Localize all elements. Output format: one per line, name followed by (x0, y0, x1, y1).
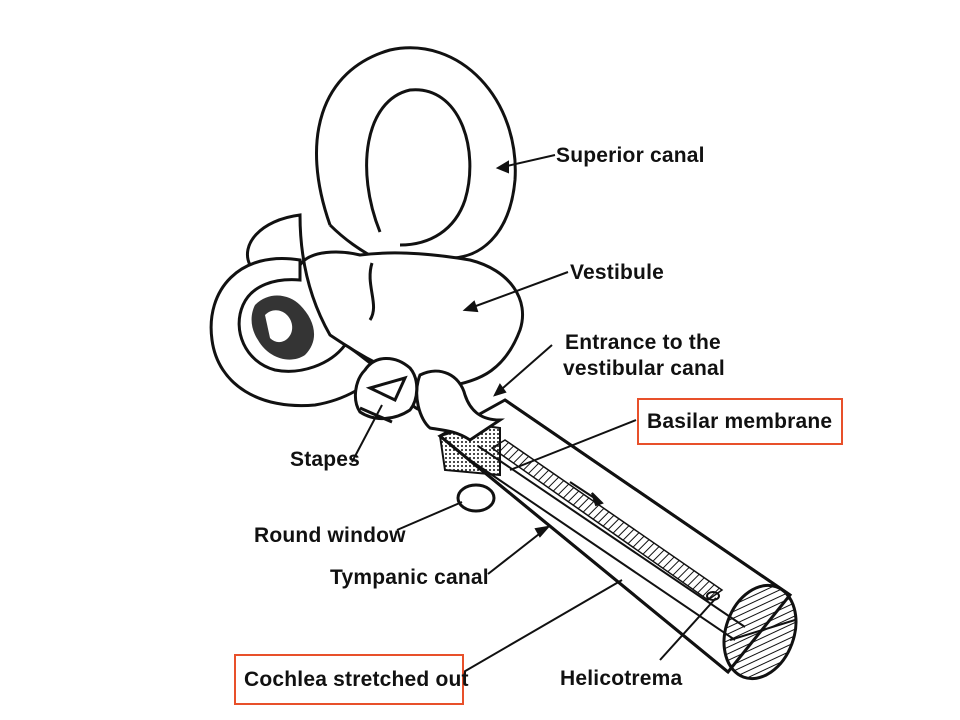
leader-helicotrema (659, 597, 717, 661)
round-window (456, 483, 496, 513)
leader-basilar-membrane (509, 419, 637, 471)
cochlea-end-cap (722, 583, 798, 681)
leader-tympanic-canal (487, 526, 549, 575)
superior-canal (315, 46, 517, 262)
stapes-shape (353, 357, 419, 424)
leader-entrance (494, 344, 553, 396)
cochlea-neck (415, 369, 505, 442)
label-entrance-line2: vestibular canal (563, 357, 725, 380)
leader-round-window (396, 501, 463, 531)
leader-lines (351, 154, 717, 678)
horizontal-canal (209, 257, 383, 408)
label-helicotrema: Helicotrema (560, 667, 683, 690)
label-vestibule: Vestibule (570, 261, 665, 284)
flow-arrow (569, 481, 604, 507)
label-entrance-line1: Entrance to the (565, 331, 721, 354)
label-superior-canal: Superior canal (556, 144, 705, 167)
label-tympanic-canal: Tympanic canal (330, 566, 489, 589)
label-round-window: Round window (254, 524, 406, 547)
label-basilar-membrane: Basilar membrane (637, 398, 843, 445)
label-stapes: Stapes (290, 448, 361, 471)
leader-cochlea (454, 579, 623, 678)
canal-dividers (469, 445, 746, 641)
leader-stapes (351, 404, 383, 463)
leader-vestibule (464, 271, 569, 311)
label-cochlea-stretched-out: Cochlea stretched out (234, 654, 469, 705)
